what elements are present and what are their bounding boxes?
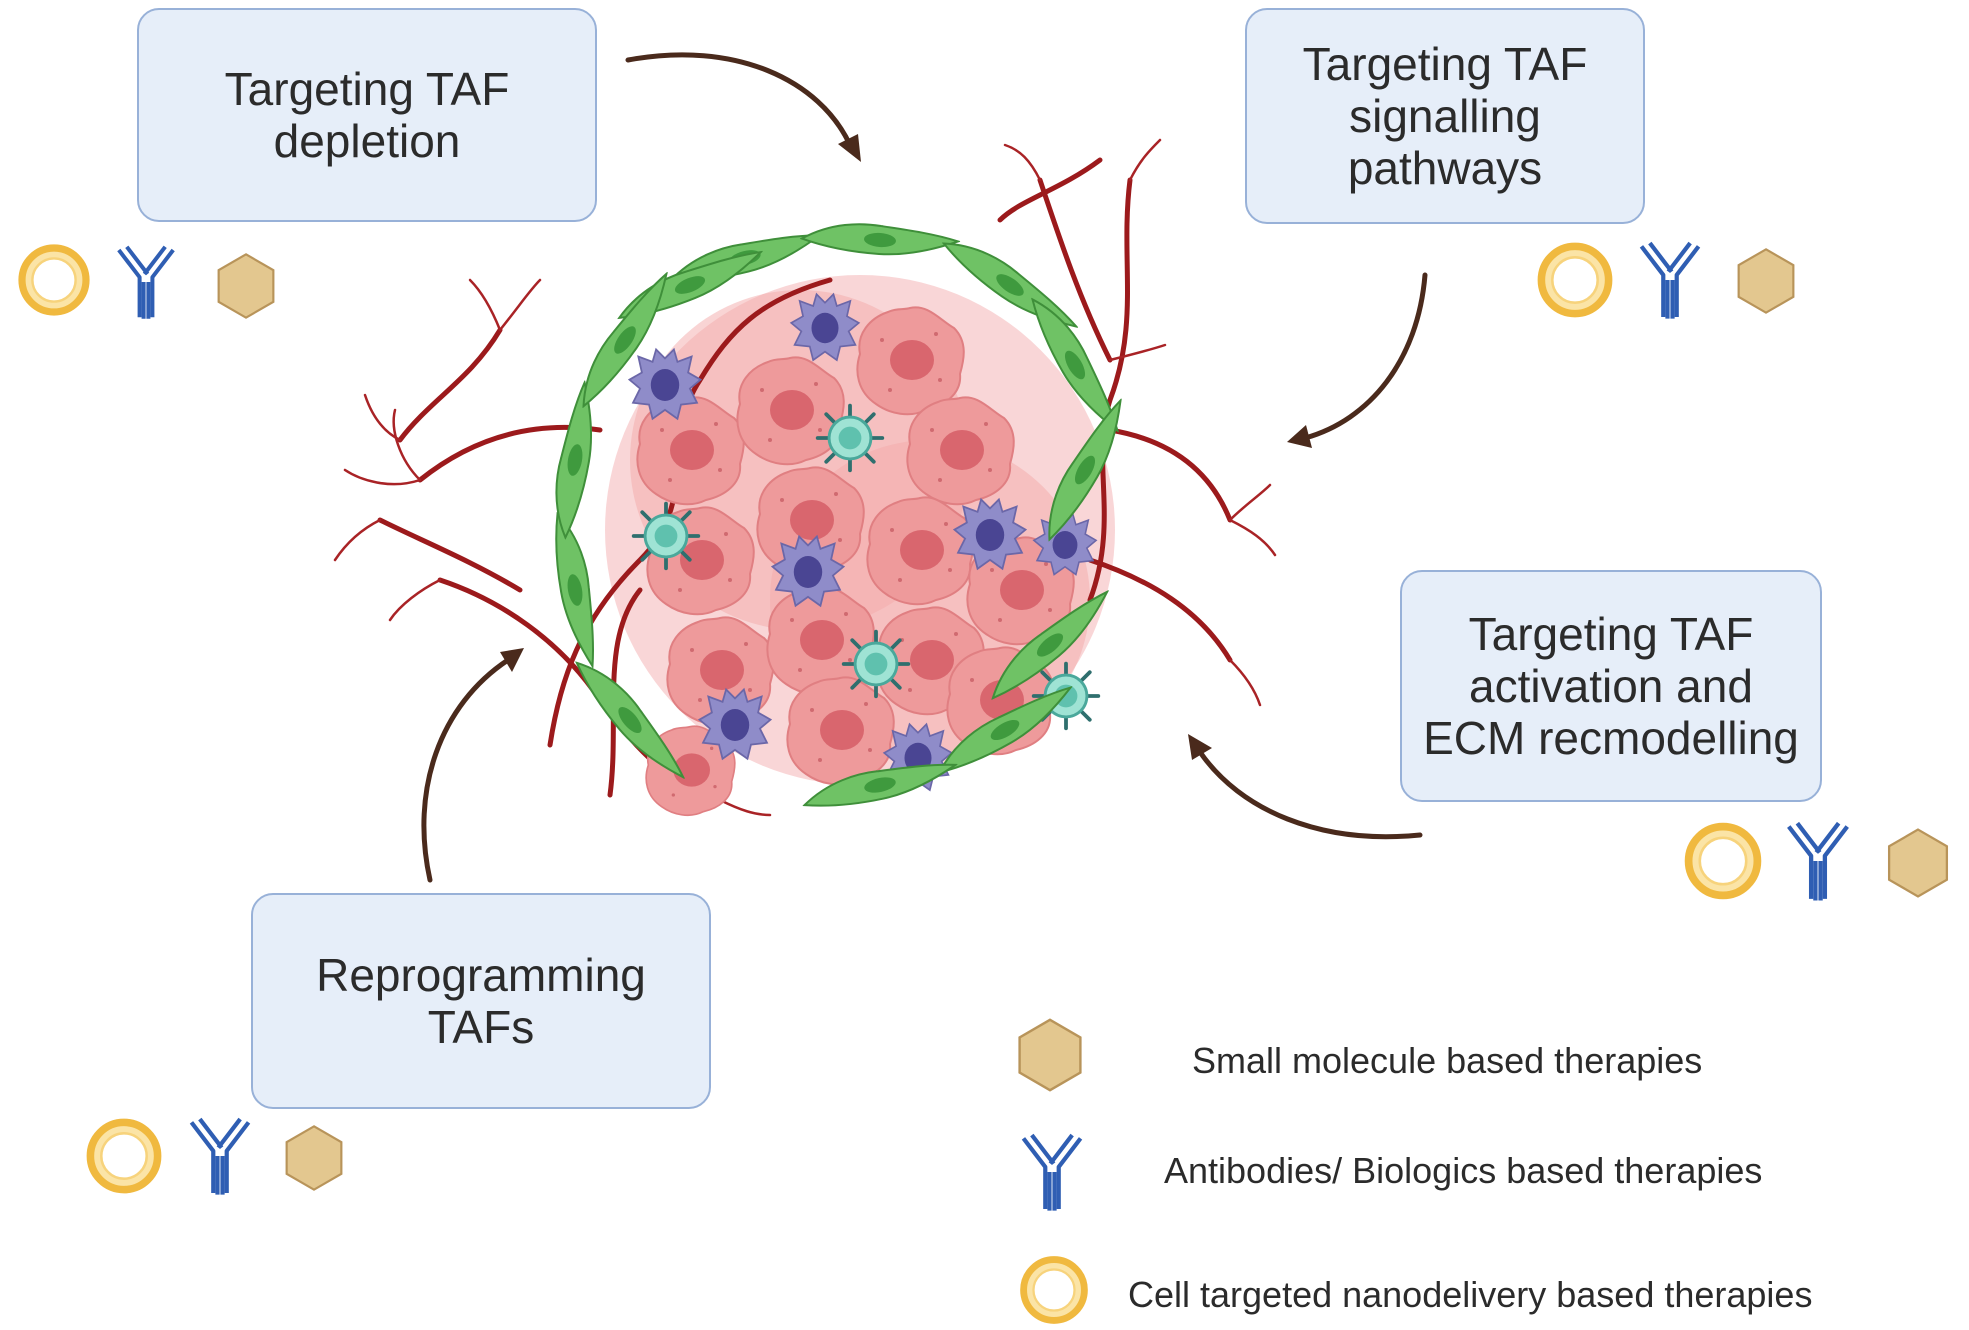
legend-antibodies-label: Antibodies/ Biologics based therapies — [1164, 1150, 1763, 1191]
nanoparticle-icon — [1541, 246, 1608, 313]
depletion-box: Targeting TAF depletion — [137, 8, 597, 222]
icons-depletion — [22, 244, 275, 321]
arrows — [421, 52, 1428, 883]
hexagon-icon — [217, 253, 275, 319]
hexagon-icon — [1018, 1018, 1082, 1092]
hexagon-icon — [285, 1125, 343, 1191]
nanoparticle-icon — [1689, 827, 1758, 896]
antibody-icon — [1641, 243, 1698, 319]
signalling-box: Targeting TAF signalling pathways — [1245, 8, 1645, 224]
arrowhead-reprogramming — [500, 648, 524, 672]
antibody-icon — [1023, 1135, 1080, 1211]
arrowhead-signalling — [1287, 425, 1312, 448]
antibody-icon — [1789, 823, 1847, 900]
legend-small-molecule-label: Small molecule based therapies — [1192, 1040, 1703, 1081]
icons-signalling — [1541, 243, 1795, 319]
icons-activation — [1689, 823, 1949, 900]
legend-nanodelivery-label: Cell targeted nanodelivery based therapi… — [1128, 1274, 1813, 1315]
reprogramming-box: Reprogramming TAFs — [251, 893, 711, 1109]
hexagon-icon — [1737, 248, 1795, 314]
arrowhead-depletion — [838, 134, 861, 162]
arrowhead-activation — [1188, 734, 1212, 760]
depletion-label: Targeting TAF depletion — [224, 63, 510, 167]
nanoparticle-icon — [22, 248, 86, 312]
legend-icons — [1018, 1018, 1085, 1321]
nanoparticle-icon — [90, 1122, 157, 1189]
signalling-label: Targeting TAF signalling pathways — [1302, 38, 1588, 194]
hexagon-icon — [1887, 828, 1949, 898]
arrow-depletion — [625, 52, 853, 148]
antibody-icon — [116, 244, 176, 321]
arrow-activation — [1197, 749, 1423, 840]
tumor-microenvironment — [333, 138, 1277, 817]
activation-box: Targeting TAF activation and ECM recmode… — [1400, 570, 1822, 802]
icons-reprogramming — [90, 1119, 343, 1195]
arrow-signalling — [1302, 272, 1428, 441]
arrow-reprogramming — [421, 657, 511, 883]
antibody-icon — [191, 1119, 248, 1195]
nanoparticle-icon — [1024, 1260, 1085, 1321]
reprogramming-label: Reprogramming TAFs — [316, 949, 646, 1053]
activation-label: Targeting TAF activation and ECM recmode… — [1423, 608, 1799, 764]
